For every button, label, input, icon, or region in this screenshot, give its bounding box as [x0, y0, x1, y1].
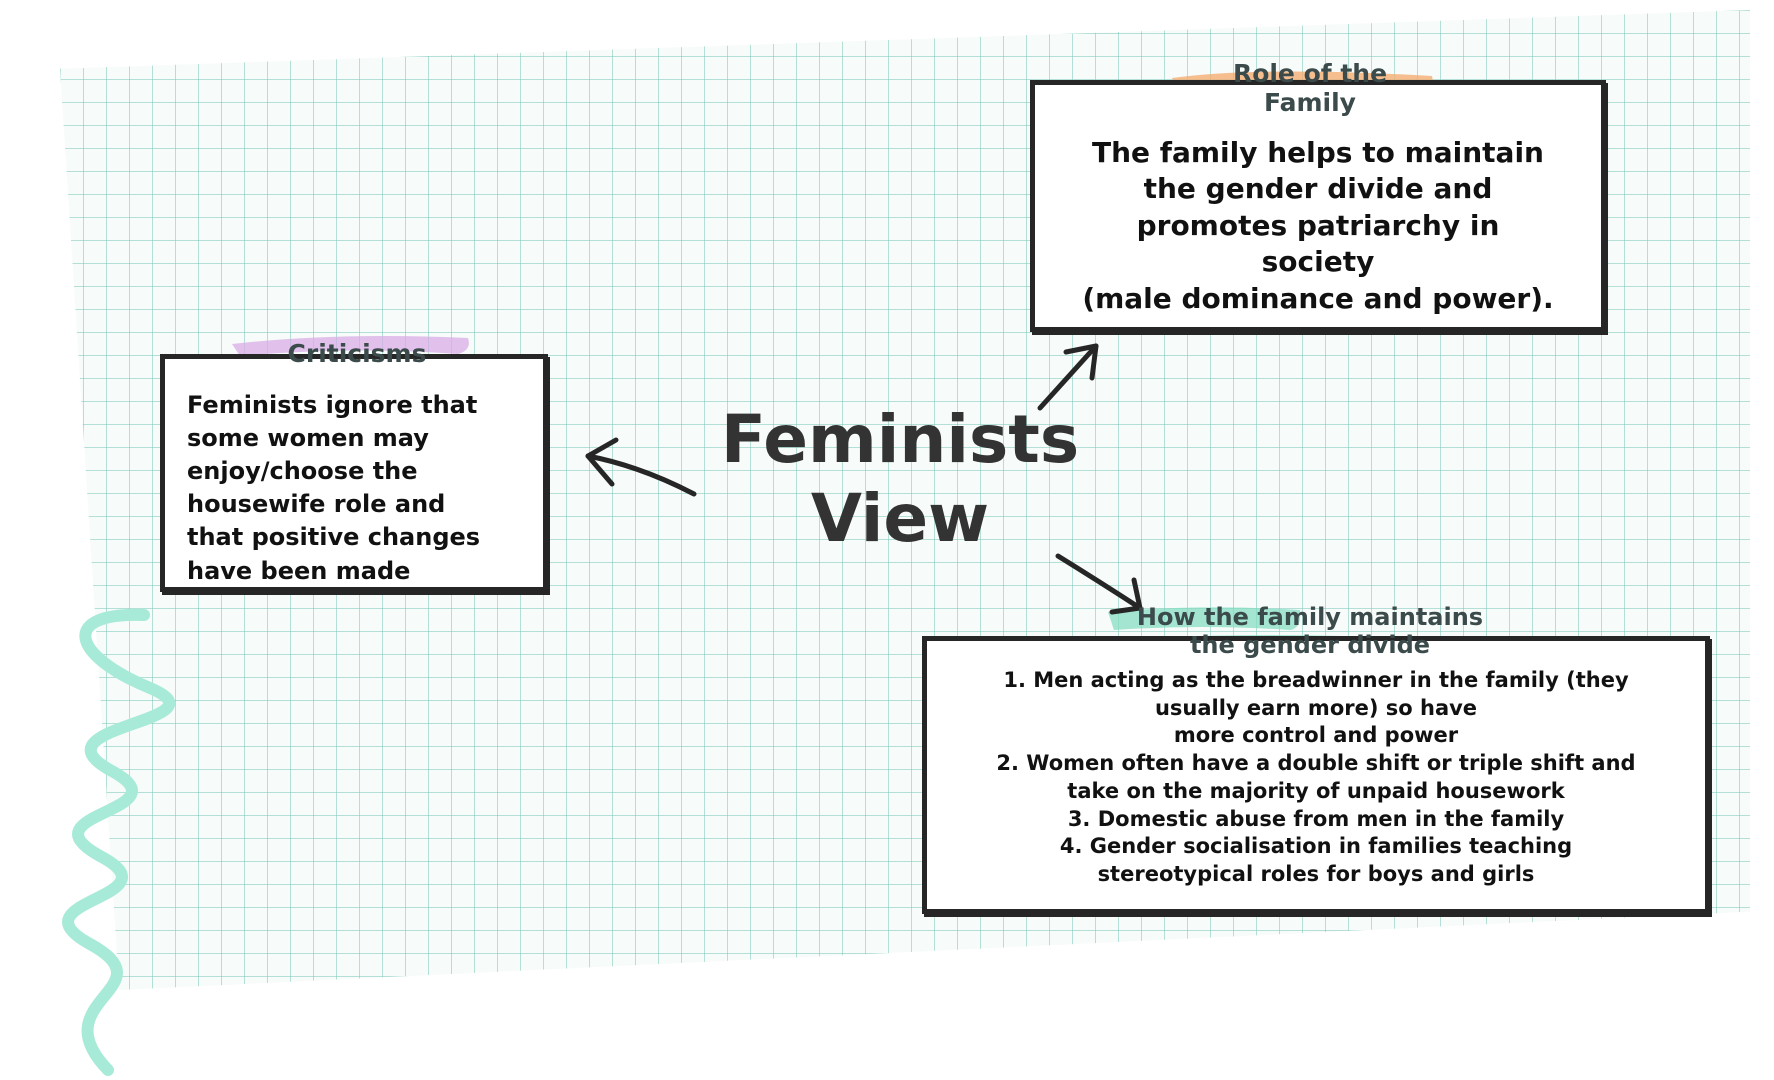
role-of-family-text: The family helps to maintain the gender … [1082, 136, 1554, 315]
diagram-title: Feminists View [720, 401, 1080, 558]
criticisms-text: Feminists ignore that some women may enj… [187, 391, 481, 585]
maintains-card: 1. Men acting as the breadwinner in the … [922, 636, 1710, 914]
maintains-label: How the family maintains the gender divi… [1136, 603, 1484, 659]
criticisms-label: Criticisms [287, 339, 427, 368]
role-of-family-card: The family helps to maintain the gender … [1030, 80, 1606, 332]
maintains-text: 1. Men acting as the breadwinner in the … [996, 668, 1636, 887]
criticisms-card: Feminists ignore that some women may enj… [160, 354, 548, 592]
role-of-family-label: Role of the Family [1232, 59, 1388, 117]
